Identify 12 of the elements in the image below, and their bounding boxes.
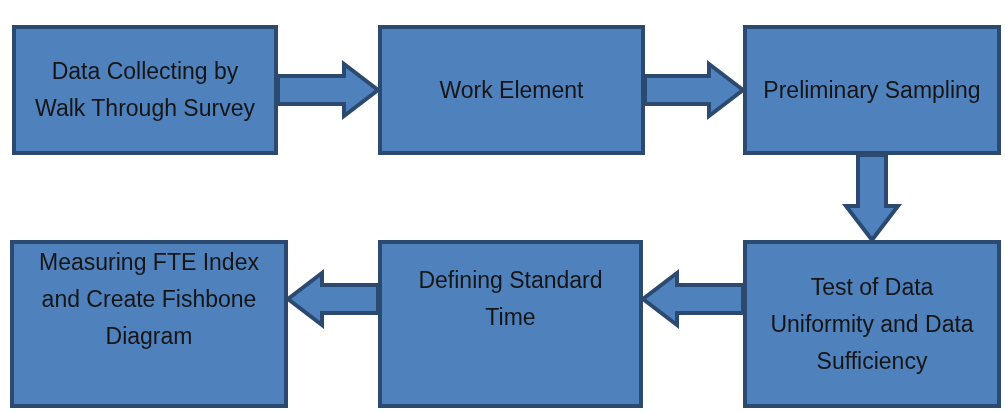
process-box <box>10 240 288 408</box>
process-box <box>378 25 645 155</box>
box-label: Work Element <box>439 75 584 105</box>
box-label: Test of Data Uniformity and Data Sufficiency <box>769 272 975 376</box>
box-label: Defining Standard Time <box>417 266 604 332</box>
process-box <box>743 25 1001 155</box>
box-label: Measuring FTE Index and Create Fishbone Diagram <box>38 247 260 351</box>
box-label: Preliminary Sampling <box>763 75 981 105</box>
process-box <box>378 240 643 408</box>
process-box <box>743 240 1001 408</box>
process-box <box>12 25 278 155</box>
box-label: Data Collecting by Walk Through Survey <box>34 57 256 123</box>
